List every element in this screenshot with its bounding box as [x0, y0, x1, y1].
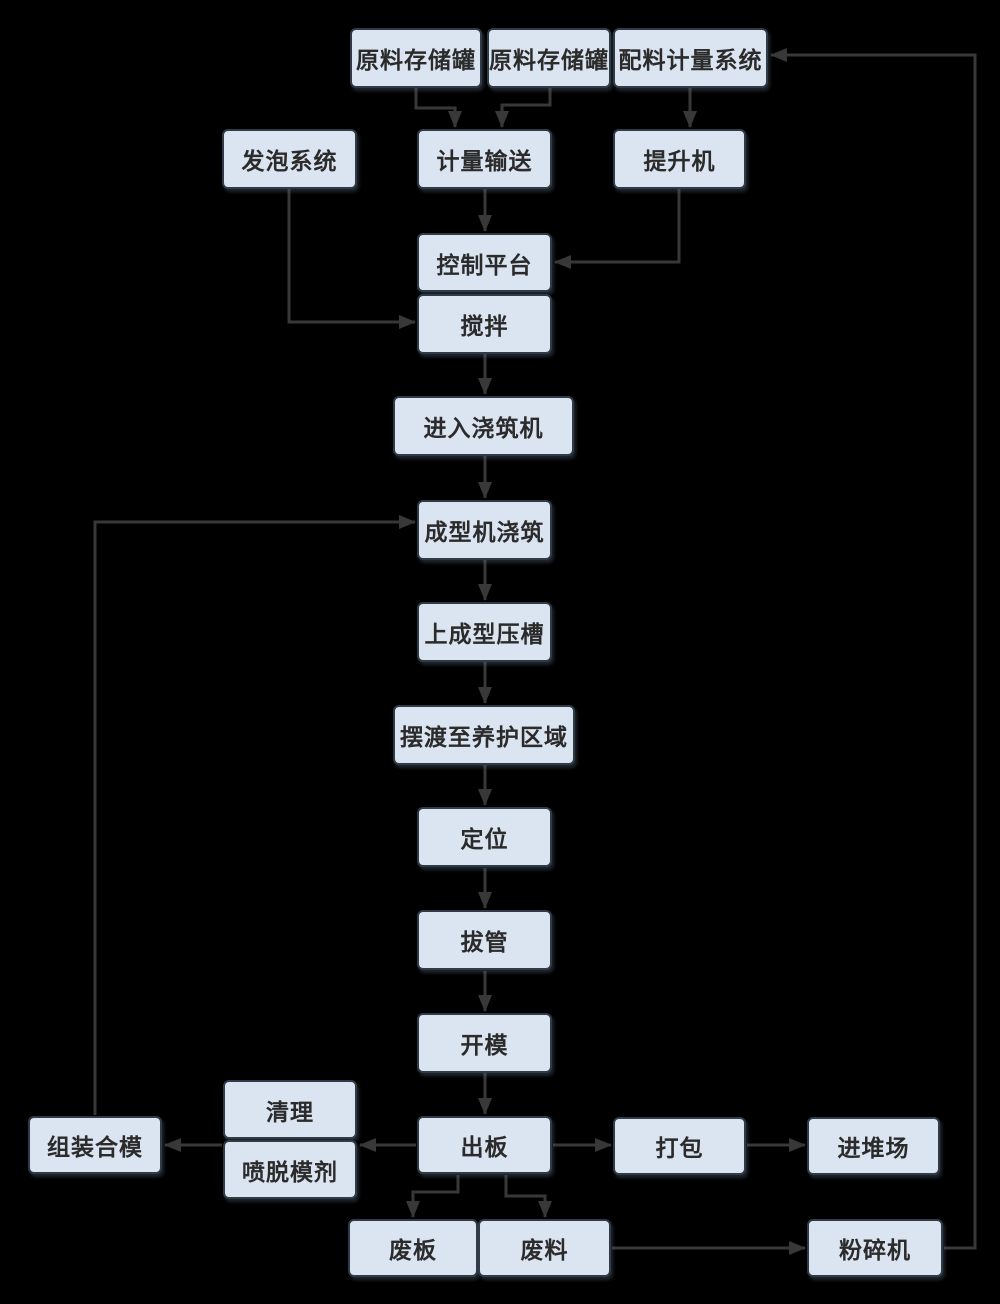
node-assembly-mold-closing: 组装合模	[28, 1116, 162, 1174]
node-raw-material-tank-2: 原料存储罐	[487, 28, 611, 88]
node-forming-machine-pouring: 成型机浇筑	[417, 500, 552, 560]
edge-crusher-batching	[770, 48, 977, 1250]
edge-tank1-metering	[414, 88, 462, 128]
node-mixing: 搅拌	[417, 294, 552, 354]
node-stockyard: 进堆场	[807, 1117, 940, 1175]
node-enter-pouring-machine: 进入浇筑机	[393, 396, 574, 456]
node-spray-release-agent: 喷脱模剂	[223, 1140, 357, 1199]
node-metering-conveying: 计量输送	[417, 129, 552, 189]
node-hoist: 提升机	[613, 129, 746, 189]
node-crusher: 粉碎机	[807, 1219, 943, 1277]
node-ferry-to-curing-area: 摆渡至养护区域	[393, 705, 575, 765]
node-raw-material-tank-1: 原料存储罐	[350, 28, 482, 88]
edge-board-out-waste-material	[504, 1175, 552, 1218]
edge-hoist-control	[554, 189, 681, 269]
node-positioning: 定位	[417, 807, 552, 867]
node-board-out: 出板	[417, 1116, 552, 1174]
edge-board-out-waste-board	[406, 1175, 460, 1218]
node-foaming-system: 发泡系统	[222, 129, 357, 189]
node-waste-material: 废料	[478, 1219, 611, 1277]
node-upper-forming-press-groove: 上成型压槽	[417, 602, 552, 662]
node-waste-board: 废板	[348, 1219, 478, 1277]
edge-foaming-mixing	[287, 189, 416, 329]
node-batching-metering-system: 配料计量系统	[613, 28, 768, 88]
node-tube-pulling: 拔管	[417, 910, 552, 970]
node-packing: 打包	[613, 1117, 746, 1175]
node-mold-opening: 开模	[417, 1013, 552, 1073]
node-cleaning: 清理	[223, 1080, 357, 1139]
edge-tank2-metering	[495, 88, 552, 128]
node-control-platform: 控制平台	[417, 233, 552, 292]
edge-assembly-forming	[93, 515, 416, 1115]
